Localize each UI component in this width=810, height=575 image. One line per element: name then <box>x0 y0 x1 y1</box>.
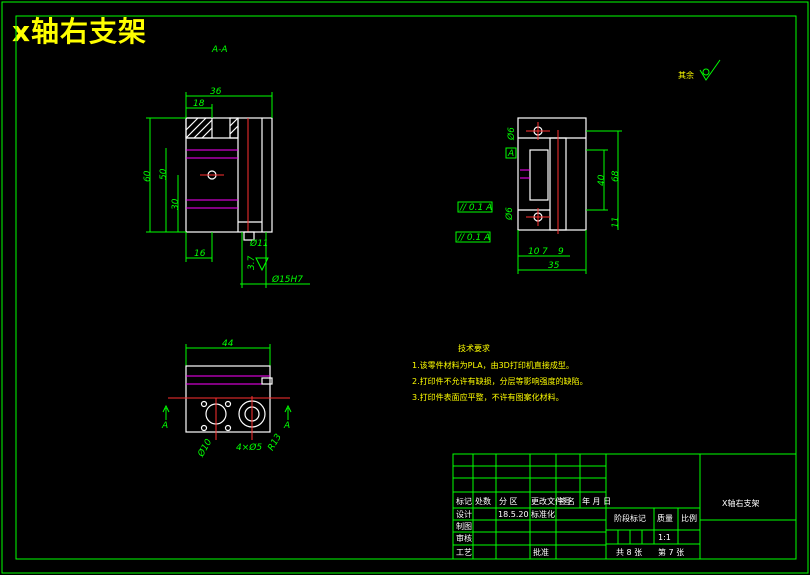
dim-9: 9 <box>558 247 564 257</box>
tb-scale: 比例 <box>681 513 697 523</box>
dim-dia6-bottom: Ø6 <box>504 207 515 221</box>
dim-4xdia5: 4×Ø5 <box>236 442 262 453</box>
title-block <box>452 453 797 560</box>
dim-3-7: 3.7 <box>247 255 257 270</box>
section-label: A-A <box>211 45 228 55</box>
dim-44: 44 <box>222 339 234 349</box>
dim-50: 50 <box>159 168 169 180</box>
tb-zone: 分 区 <box>499 497 518 506</box>
dim-11: 11 <box>611 217 621 228</box>
dim-dia10: Ø10 <box>195 437 214 460</box>
tech-line-1: 1.该零件材料为PLA，由3D打印机直接成型。 <box>412 360 574 370</box>
dim-40: 40 <box>597 174 607 186</box>
tb-design-date: 18.5.20 <box>498 510 529 519</box>
dim-dia6-top: Ø6 <box>506 127 517 141</box>
section-view-aa: 36 18 60 50 30 16 Ø11 3.7 Ø15H7 <box>143 87 310 288</box>
dim-36: 36 <box>210 87 222 97</box>
roughness-note: 其余 <box>678 70 694 80</box>
dim-dia11: Ø11 <box>249 238 269 249</box>
tb-design: 设计 <box>456 509 472 519</box>
tb-scale-value: 1:1 <box>658 533 671 542</box>
tb-change-doc: 更改文件号 <box>531 496 571 506</box>
dim-68: 68 <box>611 170 621 182</box>
dim-35: 35 <box>548 261 560 271</box>
top-view: 44 A A Ø10 4×Ø5 R13 <box>161 339 292 460</box>
tb-approve: 批准 <box>533 547 549 557</box>
tb-drawn: 制图 <box>456 521 472 531</box>
title-block-text: X轴右支架 标记 处数 分 区 更改文件号 签名 年 月 日 设计 18.5.2… <box>456 496 759 557</box>
side-view: Ø6 A 40 68 11 // 0.1 A Ø6 // 0.1 A 10 7 … <box>455 117 622 274</box>
tb-count: 处数 <box>475 496 491 506</box>
dim-dia15h7: Ø15H7 <box>271 274 303 285</box>
dim-10: 10 <box>528 247 540 257</box>
dim-7: 7 <box>542 247 548 257</box>
tech-line-2: 2.打印件不允许有缺损，分层等影响强度的缺陷。 <box>412 376 588 386</box>
tb-process: 工艺 <box>456 548 472 557</box>
tb-stage-mark: 阶段标记 <box>614 513 646 523</box>
section-a-left: A <box>161 421 168 431</box>
tolerance-1: // 0.1 A <box>459 203 492 213</box>
inner-border <box>15 15 797 560</box>
tech-requirements: 技术要求 1.该零件材料为PLA，由3D打印机直接成型。 2.打印件不允许有缺损… <box>412 343 588 402</box>
datum-a: A <box>507 149 514 159</box>
section-a-right: A <box>283 421 290 431</box>
dim-60: 60 <box>143 170 153 182</box>
dim-r13: R13 <box>266 432 284 453</box>
dim-30: 30 <box>171 198 181 210</box>
dim-18: 18 <box>193 99 205 109</box>
drawing-title: x轴右支架 <box>12 15 148 48</box>
tb-sheet-number: 第 7 张 <box>658 547 684 557</box>
tb-standard: 标准化 <box>531 509 555 519</box>
tech-line-3: 3.打印件表面应平整，不许有图案化材料。 <box>412 392 564 402</box>
tb-total-sheets: 共 8 张 <box>616 548 642 557</box>
tb-signature: 签名 <box>559 496 575 506</box>
tb-check: 审核 <box>456 533 472 543</box>
part-name: X轴右支架 <box>722 498 759 508</box>
tolerance-2: // 0.1 A <box>457 233 490 243</box>
tech-heading: 技术要求 <box>458 343 490 353</box>
roughness-symbol: 其余 <box>678 59 721 81</box>
tb-mark: 标记 <box>456 496 472 506</box>
tb-weight: 质量 <box>657 513 673 523</box>
tb-date: 年 月 日 <box>582 496 611 506</box>
dim-16: 16 <box>194 249 206 259</box>
